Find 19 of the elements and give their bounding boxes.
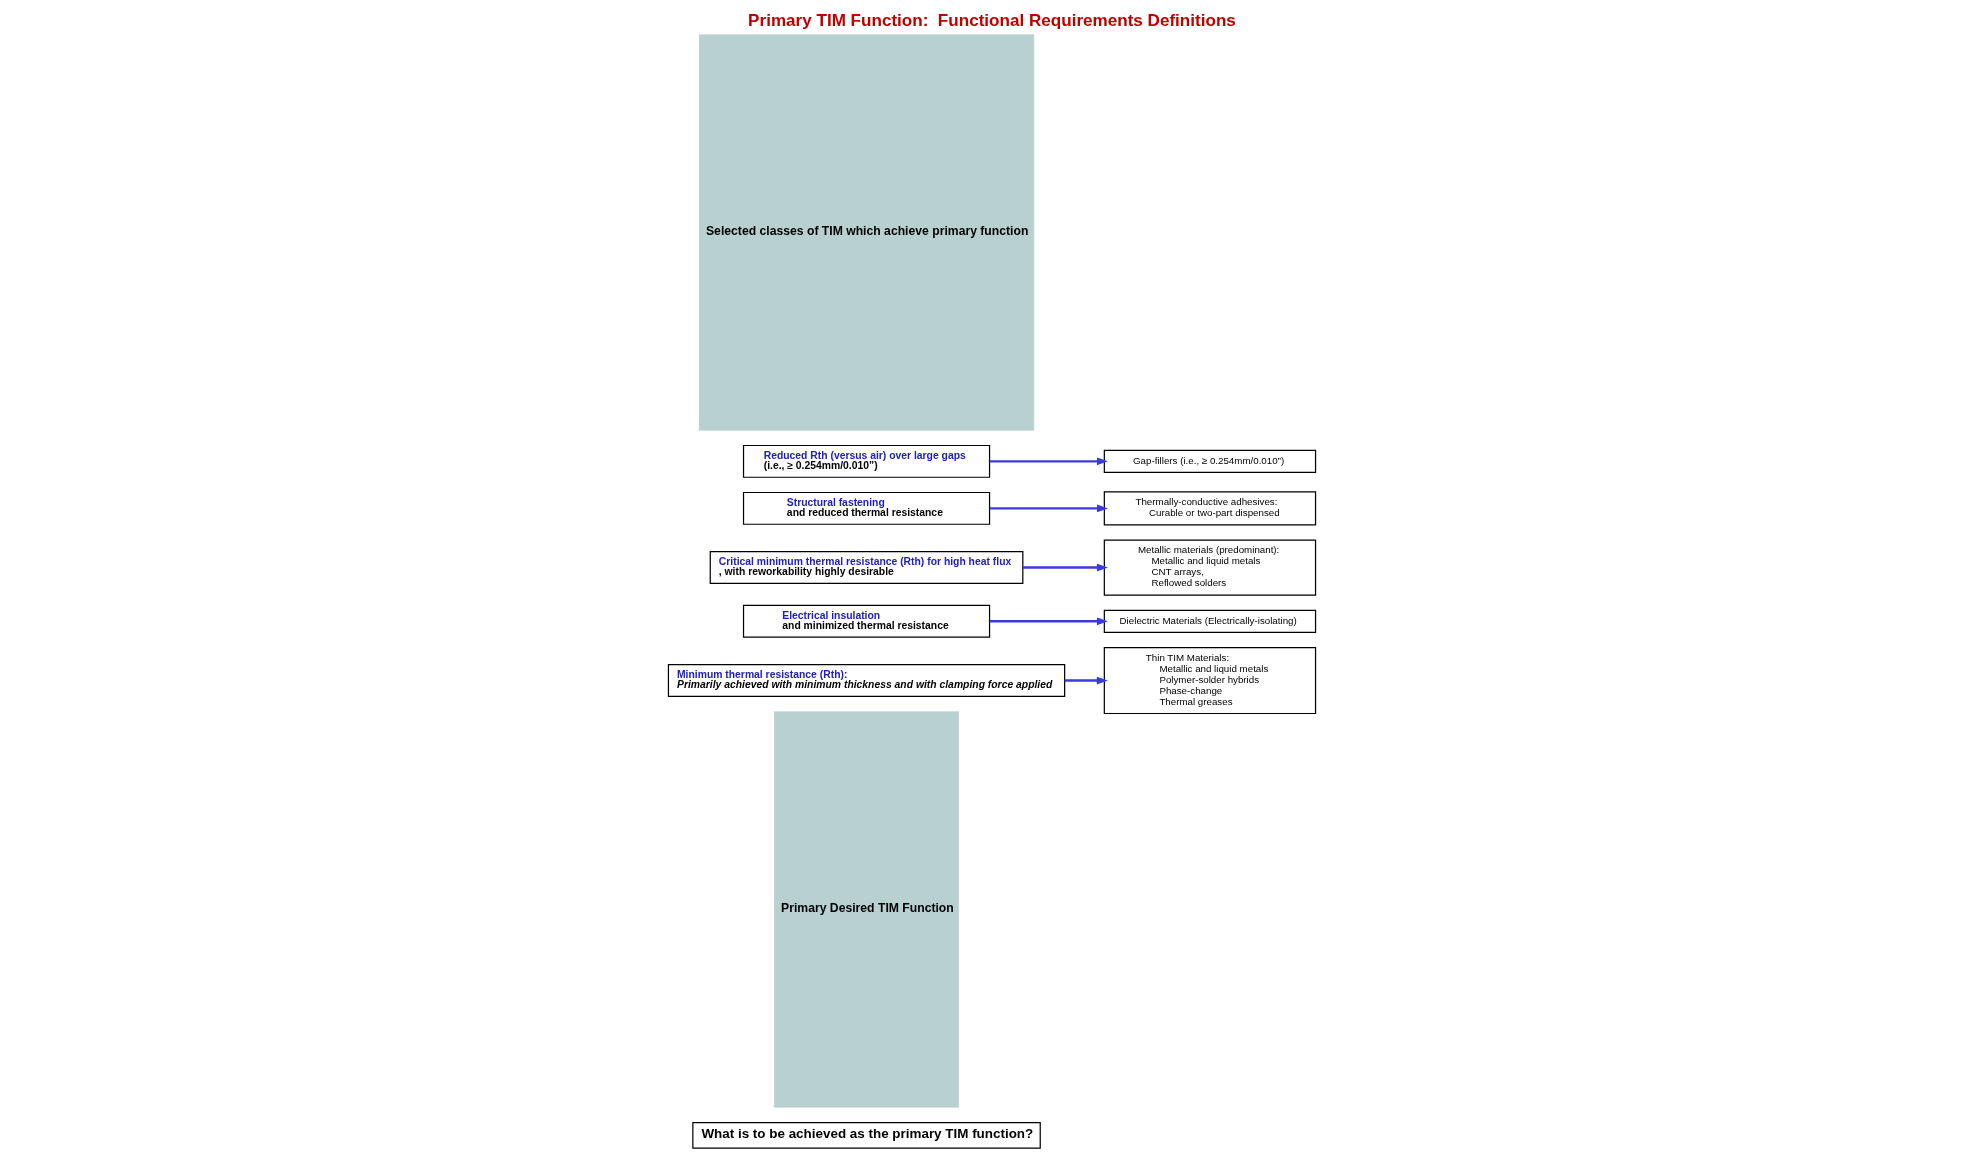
node-box: Electrical insulation and minimized thermal resistance: [742, 604, 991, 638]
node-box: Primary Desired TIM Function: [774, 711, 960, 1108]
arrow: [989, 504, 1108, 513]
arrow: [1064, 676, 1108, 685]
node-box: Dielectric Materials (Electrically-isolating): [1103, 609, 1317, 633]
node-box: Reduced Rth (versus air) over large gaps (i.e., ≥ 0.254mm/0.010”): [742, 444, 991, 478]
arrow: [989, 617, 1108, 626]
arrow: [989, 457, 1108, 466]
node-box: What is to be achieved as the primary TIM function?: [692, 1121, 1041, 1149]
node-box: Gap-fillers (i.e., ≥ 0.254mm/0.010”): [1103, 449, 1317, 473]
node-box: Minimum thermal resistance (Rth): Primarily achieved with minimum thickness and with clamping force applied: [667, 664, 1066, 697]
arrow: [1023, 563, 1108, 572]
diagram-title: Primary TIM Function: Functional Requirements Definitions: [748, 11, 1236, 31]
node-box: Thin TIM Materials: Metallic and liquid metals Polymer-solder hybrids Phase-change Thermal greases: [1103, 646, 1317, 715]
node-box: Thermally-conductive adhesives: Curable or two-part dispensed: [1103, 491, 1317, 526]
node-box: Structural fastening and reduced thermal resistance: [742, 491, 991, 525]
node-box: Critical minimum thermal resistance (Rth) for high heat flux , with reworkability highly desirable: [709, 551, 1024, 585]
node-box: Selected classes of TIM which achieve primary function: [698, 34, 1035, 431]
node-box: Metallic materials (predominant): Metallic and liquid metals CNT arrays, Reflowed solders: [1103, 539, 1317, 596]
